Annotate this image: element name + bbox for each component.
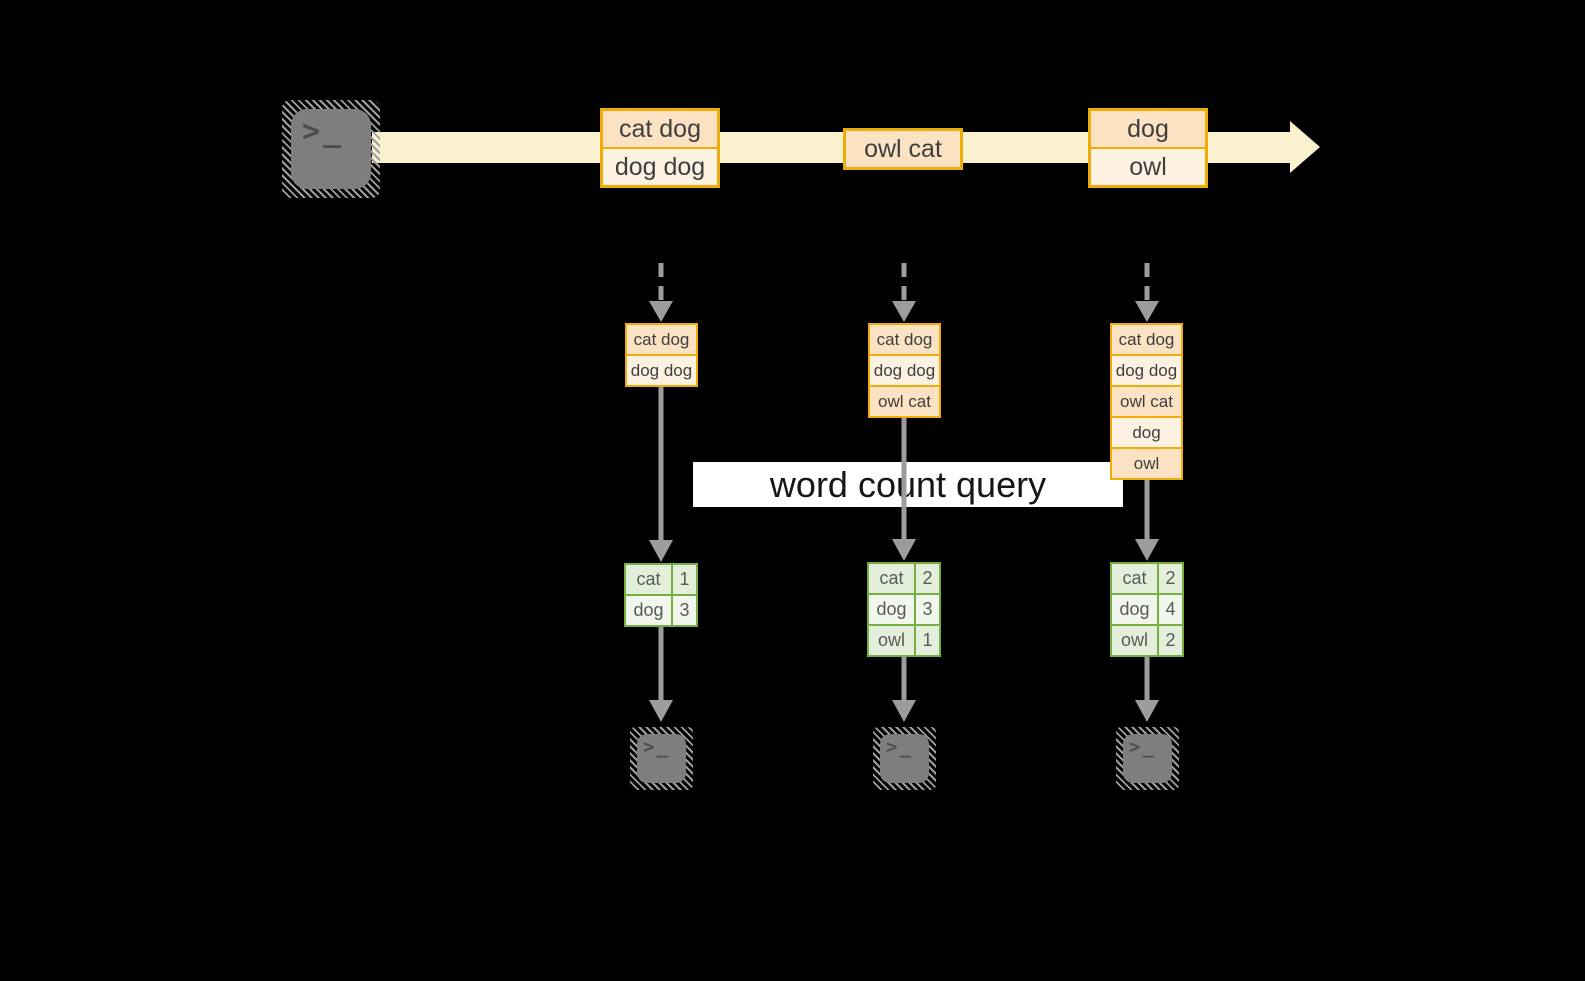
count-value-cell: 4 (1159, 595, 1182, 624)
arrow-head (892, 700, 916, 722)
arrow-head (649, 700, 673, 722)
arrow-head (892, 301, 916, 322)
event-cell: owl (1091, 149, 1205, 185)
query-label: word count query (693, 462, 1123, 507)
terminal-icon-body: >_ (1123, 734, 1172, 783)
event-stack-1: cat dog dog dog (625, 323, 698, 387)
count-value-cell: 3 (916, 595, 939, 624)
count-value-cell: 1 (916, 626, 939, 655)
stack-cell: cat dog (1112, 325, 1181, 354)
count-table-3: cat 2 dog 4 owl 2 (1110, 562, 1184, 657)
arrow-head (892, 539, 916, 561)
sink-arrow-1 (649, 627, 673, 722)
count-word-cell: cat (1112, 564, 1157, 593)
terminal-prompt-icon: >_ (1129, 736, 1156, 758)
count-word-cell: owl (1112, 626, 1157, 655)
count-word-cell: owl (869, 626, 914, 655)
event-cell: cat dog (603, 111, 717, 147)
count-table-2: cat 2 dog 3 owl 1 (867, 562, 941, 657)
arrow-head (1135, 539, 1159, 561)
dashed-arrow-1 (649, 263, 673, 322)
dashed-arrow-2 (892, 263, 916, 322)
arrow-head (1135, 700, 1159, 722)
arrow-head (649, 301, 673, 322)
stack-cell: cat dog (870, 325, 939, 354)
stream-event-box-2: owl cat (843, 128, 963, 170)
count-word-cell: cat (626, 565, 671, 594)
count-value-cell: 1 (673, 565, 696, 594)
count-value-cell: 3 (673, 596, 696, 625)
event-cell: owl cat (846, 131, 960, 167)
event-stack-3: cat dog dog dog owl cat dog owl (1110, 323, 1183, 480)
stack-cell: dog dog (1112, 356, 1181, 385)
stream-event-box-3: dog owl (1088, 108, 1208, 188)
count-value-cell: 2 (1159, 626, 1182, 655)
source-terminal-icon: >_ (282, 100, 380, 198)
stack-cell: dog dog (870, 356, 939, 385)
count-table-1: cat 1 dog 3 (624, 563, 698, 627)
stream-event-box-1: cat dog dog dog (600, 108, 720, 188)
sink-arrow-2 (892, 657, 916, 722)
event-cell: dog (1091, 111, 1205, 147)
dashed-arrow-3 (1135, 263, 1159, 322)
sink-terminal-icon-2: >_ (873, 727, 936, 790)
count-word-cell: dog (626, 596, 671, 625)
query-arrow-1 (649, 387, 673, 562)
stack-cell: dog (1112, 418, 1181, 447)
sink-terminal-icon-1: >_ (630, 727, 693, 790)
sink-arrow-3 (1135, 657, 1159, 722)
stream-arrow-head (1290, 121, 1320, 173)
count-word-cell: dog (1112, 595, 1157, 624)
sink-terminal-icon-3: >_ (1116, 727, 1179, 790)
stack-cell: owl cat (870, 387, 939, 416)
terminal-prompt-icon: >_ (302, 114, 345, 149)
stack-cell: owl cat (1112, 387, 1181, 416)
event-stack-2: cat dog dog dog owl cat (868, 323, 941, 418)
terminal-prompt-icon: >_ (886, 736, 913, 758)
count-word-cell: cat (869, 564, 914, 593)
terminal-icon-body: >_ (637, 734, 686, 783)
arrow-head (649, 540, 673, 562)
count-value-cell: 2 (1159, 564, 1182, 593)
terminal-icon-body: >_ (291, 109, 371, 189)
count-value-cell: 2 (916, 564, 939, 593)
query-arrow-2 (892, 417, 916, 561)
terminal-prompt-icon: >_ (643, 736, 670, 758)
count-word-cell: dog (869, 595, 914, 624)
query-arrow-3 (1135, 480, 1159, 561)
arrow-head (1135, 301, 1159, 322)
stack-cell: dog dog (627, 356, 696, 385)
terminal-icon-body: >_ (880, 734, 929, 783)
stack-cell: owl (1112, 449, 1181, 478)
stack-cell: cat dog (627, 325, 696, 354)
event-cell: dog dog (603, 149, 717, 185)
